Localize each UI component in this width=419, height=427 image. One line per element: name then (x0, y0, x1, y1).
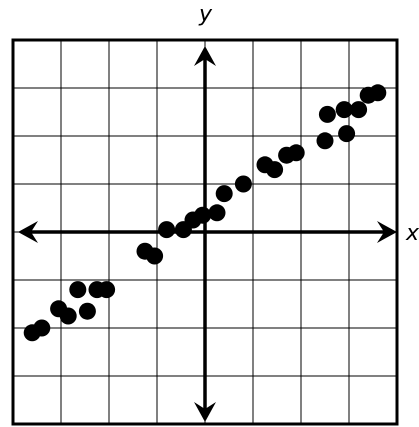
y-axis-label: y (198, 2, 213, 27)
y-axis-arrow-up (194, 46, 216, 66)
x-axis-label: x (405, 221, 419, 246)
x-axis-arrow-left (18, 221, 38, 243)
plot-axes (18, 46, 397, 422)
data-point (215, 185, 233, 203)
data-point (266, 161, 284, 179)
data-point (78, 302, 96, 320)
data-point (146, 247, 164, 265)
data-point (98, 281, 116, 299)
data-point (158, 221, 176, 239)
data-point (369, 84, 387, 102)
data-point (338, 125, 356, 143)
data-point (69, 281, 87, 299)
data-point (335, 101, 353, 119)
data-point (316, 132, 334, 150)
data-point (33, 319, 51, 337)
y-axis-arrow-down (194, 402, 216, 422)
data-point (350, 101, 368, 119)
data-point (287, 144, 305, 162)
data-point (194, 206, 212, 224)
data-point (318, 105, 336, 123)
data-point (208, 204, 226, 222)
data-point (234, 175, 252, 193)
data-points (23, 84, 387, 342)
data-point (59, 307, 77, 325)
x-axis-arrow-right (377, 221, 397, 243)
